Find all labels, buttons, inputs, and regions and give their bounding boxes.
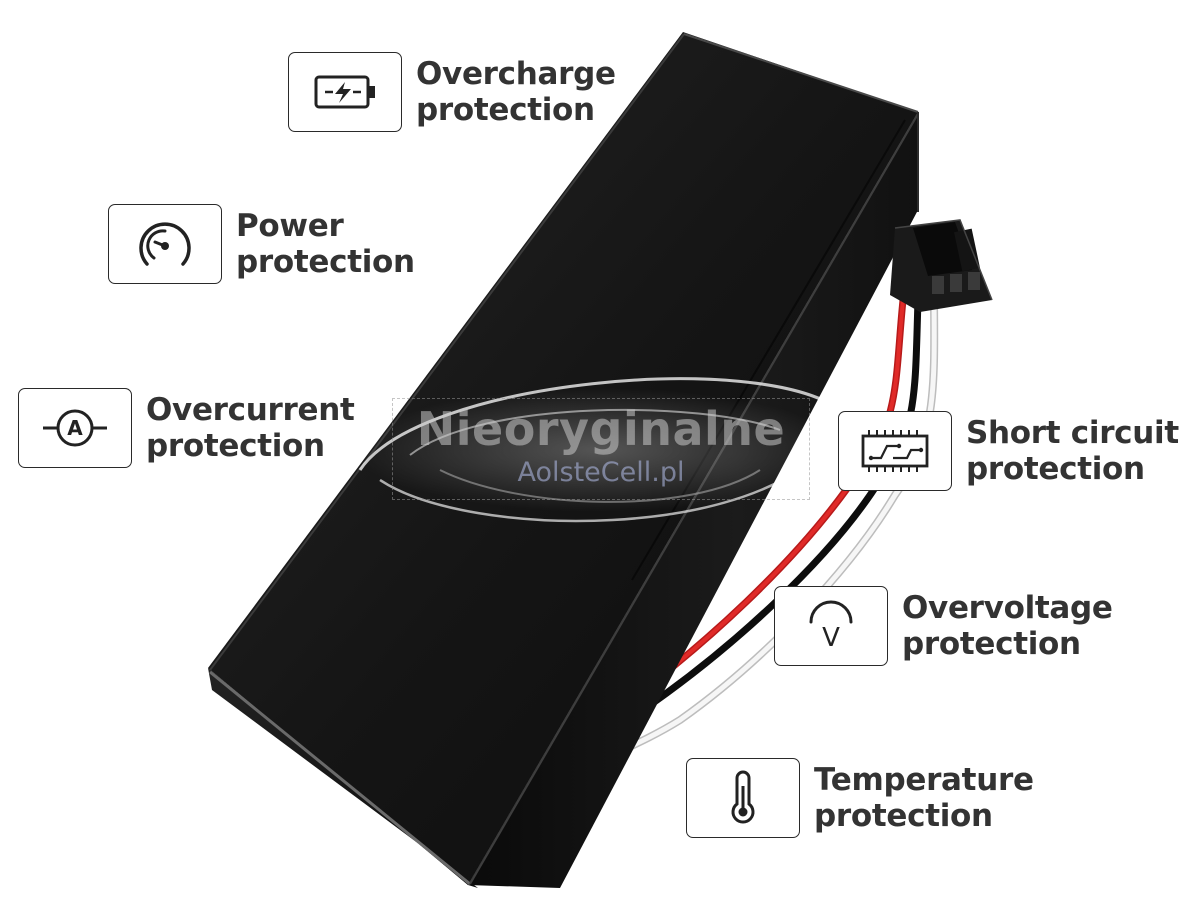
icon-box [108, 204, 222, 284]
feature-label: Overcurrent protection [146, 392, 355, 464]
feature-short-circuit: Short circuit protection [838, 411, 1179, 491]
feature-title: Temperature [814, 762, 1034, 798]
feature-subtitle: protection [236, 244, 415, 280]
circuit-board-icon [861, 430, 929, 472]
feature-title: Overvoltage [902, 590, 1113, 626]
icon-box: A [18, 388, 132, 468]
feature-title: Short circuit [966, 415, 1179, 451]
feature-subtitle: protection [814, 798, 993, 834]
feature-subtitle: protection [902, 626, 1081, 662]
feature-title: Power [236, 208, 344, 244]
svg-text:V: V [822, 623, 840, 652]
feature-label: Overcharge protection [416, 56, 616, 128]
ammeter-icon: A [43, 409, 107, 447]
feature-label: Overvoltage protection [902, 590, 1113, 662]
feature-power: Power protection [108, 204, 415, 284]
icon-box [838, 411, 952, 491]
icon-box [288, 52, 402, 132]
feature-subtitle: protection [146, 428, 325, 464]
icon-box: V [774, 586, 888, 666]
feature-temperature: Temperature protection [686, 758, 1034, 838]
voltmeter-icon: V [809, 600, 853, 652]
feature-overvoltage: V Overvoltage protection [774, 586, 1113, 666]
light-swirl [355, 377, 845, 523]
battery-charge-icon [314, 75, 375, 109]
feature-title: Overcharge [416, 56, 616, 92]
feature-title: Overcurrent [146, 392, 355, 428]
feature-label: Temperature protection [814, 762, 1034, 834]
icon-box [686, 758, 800, 838]
thermometer-icon [731, 770, 755, 824]
feature-subtitle: protection [416, 92, 595, 128]
feature-label: Power protection [236, 208, 415, 280]
feature-label: Short circuit protection [966, 415, 1179, 487]
connector-plug [890, 219, 993, 312]
feature-subtitle: protection [966, 451, 1145, 487]
feature-overcurrent: A Overcurrent protection [18, 388, 355, 468]
feature-overcharge: Overcharge protection [288, 52, 616, 132]
svg-text:A: A [67, 416, 83, 440]
gauge-icon [139, 222, 191, 266]
